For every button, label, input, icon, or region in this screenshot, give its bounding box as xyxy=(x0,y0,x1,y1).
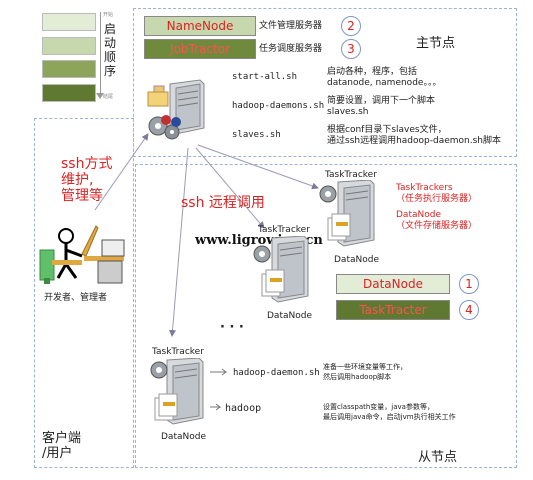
legend-swatch-2 xyxy=(42,37,96,55)
script-slaves: slaves.sh xyxy=(232,130,281,140)
script-hadoop-daemons-desc-1: 简要设置，调用下一个脚本 xyxy=(327,96,436,106)
legend-swatch-1 xyxy=(42,13,96,31)
slave2-server-icon xyxy=(252,236,314,308)
developer-label: 开发者、管理者 xyxy=(44,293,108,303)
script-slaves-desc-2: 通过ssh远程调用hadoop-daemon.sh脚本 xyxy=(327,136,501,146)
ssh-remote-label: ssh 远程调用 xyxy=(181,195,265,211)
legend-order-arrow xyxy=(100,12,101,94)
order-badge-1: 1 xyxy=(459,274,479,294)
master-node-panel xyxy=(133,8,517,157)
order-badge-3: 3 xyxy=(341,39,361,59)
arrow-hadoop-daemon xyxy=(210,368,228,376)
namenode-box: NameNode xyxy=(144,16,256,36)
arrow-master-to-tt2 xyxy=(195,147,265,229)
slave3-datanode-label: DataNode xyxy=(161,432,206,442)
slave2-datanode-label: DataNode xyxy=(267,311,312,321)
legend-end-label: 结尾 xyxy=(103,94,114,100)
jobtracker-desc: 任务调度服务器 xyxy=(259,44,323,54)
namenode-desc: 文件管理服务器 xyxy=(259,21,323,31)
script-hadoop-daemons-desc-2: slaves.sh xyxy=(327,107,369,117)
script-start-all-desc-1: 启动各种，程序，包括 xyxy=(327,67,418,77)
script-start-all: start-all.sh xyxy=(232,72,298,82)
ssh-maintain-label: ssh方式 维护, 管理等 xyxy=(61,156,113,204)
client-title: 客户端 /用户 xyxy=(42,431,82,461)
slave3-tasktracker-label: TaskTracker xyxy=(152,347,204,357)
datanode-desc: DataNode （文件存储服务器） xyxy=(396,210,478,231)
order-badge-4: 4 xyxy=(459,300,479,320)
script-hadoop: hadoop xyxy=(225,403,262,414)
client-panel xyxy=(34,118,134,468)
master-server-icon xyxy=(142,78,210,144)
legend-swatch-3 xyxy=(42,60,96,78)
ellipsis: · · · xyxy=(220,320,244,335)
legend-arrowhead xyxy=(96,93,104,99)
slave3-server-icon xyxy=(147,358,209,430)
arrow-master-to-tt3 xyxy=(169,147,189,337)
legend-start-label: 开始 xyxy=(103,12,114,18)
datanode-box: DataNode xyxy=(336,274,450,294)
script-slaves-desc-1: 根据conf目录下slaves文件， xyxy=(327,125,447,135)
hadoop-daemon-desc: 准备一些环境变量等工作， 然后调用hadoop脚本 xyxy=(323,363,407,381)
arrow-client-to-master xyxy=(94,133,149,211)
slave1-datanode-label: DataNode xyxy=(334,255,379,265)
script-hadoop-daemons: hadoop-daemons.sh xyxy=(232,101,325,111)
tasktracker-box: TaskTracter xyxy=(336,300,450,320)
legend-swatch-4 xyxy=(42,84,96,102)
tasktrackers-desc: TaskTrackers （任务执行服务器） xyxy=(396,183,478,204)
script-start-all-desc-2: datanode, namenode。。。 xyxy=(327,78,442,88)
arrow-hadoop xyxy=(210,403,222,411)
developer-icon xyxy=(38,220,126,286)
slave-title: 从节点 xyxy=(418,450,458,465)
arrow-master-to-tt1 xyxy=(197,144,319,190)
legend-startup-order: 启动顺序 xyxy=(104,22,117,78)
jobtracker-box: JobTractor xyxy=(144,39,256,59)
slave1-server-icon xyxy=(318,180,380,252)
slave1-tasktracker-label: TaskTracker xyxy=(325,170,377,180)
slave2-tasktracker-label: TaskTracker xyxy=(258,225,310,235)
script-hadoop-daemon: hadoop-daemon.sh xyxy=(233,368,320,378)
master-title: 主节点 xyxy=(416,36,456,51)
hadoop-desc: 设置classpath变量，java参数等， 最后调用java命令，启动jvm执… xyxy=(323,403,456,421)
order-badge-2: 2 xyxy=(341,16,361,36)
slave-node-panel xyxy=(135,164,517,468)
